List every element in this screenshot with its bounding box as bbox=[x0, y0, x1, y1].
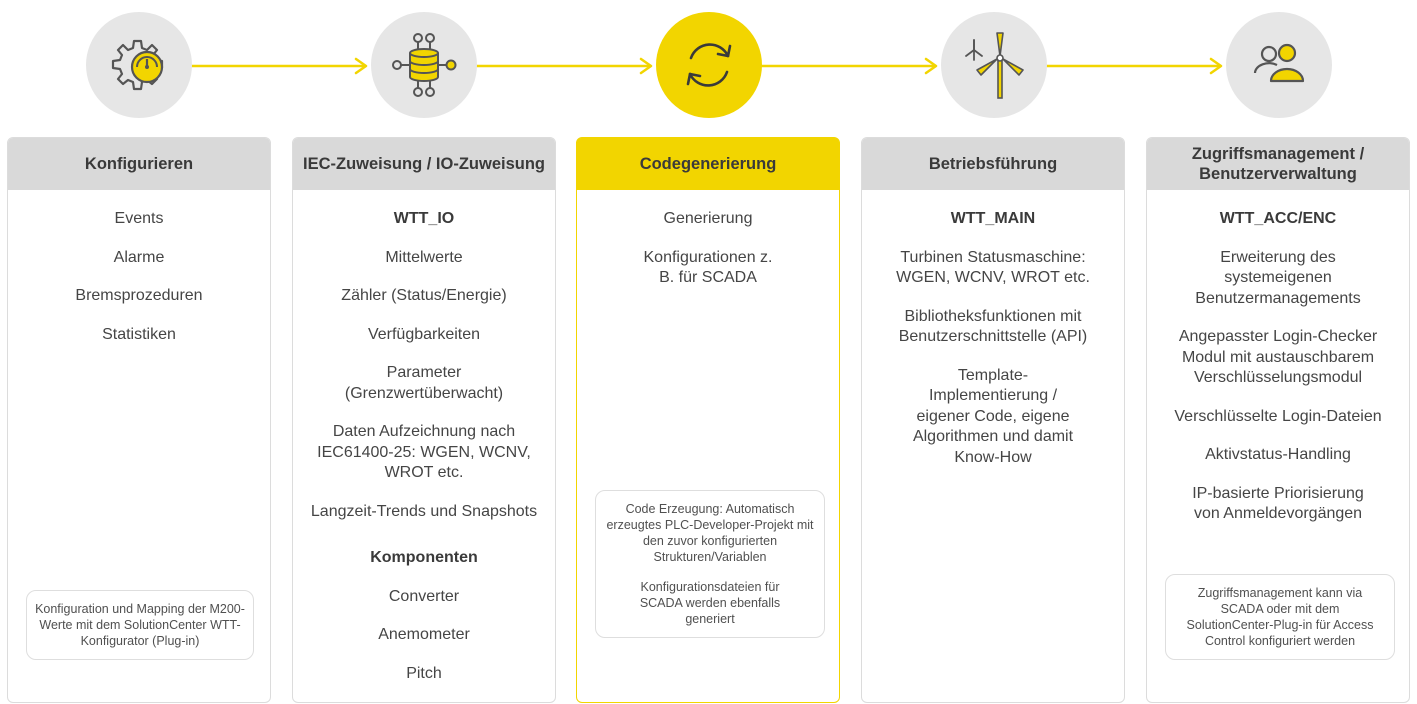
list-item: Verfügbarkeiten bbox=[367, 325, 481, 343]
column-title: IEC-Zuweisung / IO-Zuweisung bbox=[293, 138, 555, 190]
list-item: Pitch bbox=[406, 664, 442, 682]
list-item: Converter bbox=[388, 587, 460, 605]
list-item: Verschlüsselte Login-Dateien bbox=[1174, 407, 1382, 425]
list-item: Statistiken bbox=[102, 325, 176, 343]
column-konfigurieren: Konfigurieren Events Alarme Bremsprozedu… bbox=[7, 137, 271, 703]
item-list: WTT_MAIN Turbinen Statusmaschine: WGEN, … bbox=[862, 190, 1124, 468]
list-item: Parameter (Grenzwertüberwacht) bbox=[344, 364, 504, 402]
info-note: Zugriffsmanagement kann via SCADA oder m… bbox=[1165, 574, 1395, 660]
flow-arrows bbox=[190, 57, 1223, 75]
column-title: Betriebsführung bbox=[862, 138, 1124, 190]
users-icon bbox=[1253, 43, 1305, 83]
column-codegenerierung: Codegenerierung Generierung Konfiguratio… bbox=[576, 137, 840, 703]
step-operation-circle bbox=[941, 12, 1047, 118]
list-item: Konfigurationen z. B. für SCADA bbox=[643, 248, 773, 287]
column-iec-zuweisung: IEC-Zuweisung / IO-Zuweisung WTT_IO Mitt… bbox=[292, 137, 556, 703]
item-list: Events Alarme Bremsprozeduren Statistike… bbox=[8, 190, 270, 345]
wind-turbine-icon bbox=[965, 32, 1024, 99]
column-title: Zugriffsmanagement / Benutzerverwaltung bbox=[1147, 138, 1409, 190]
column-betriebsfuehrung: Betriebsführung WTT_MAIN Turbinen Status… bbox=[861, 137, 1125, 703]
step-iec-circle bbox=[371, 12, 477, 118]
module-name: WTT_MAIN bbox=[950, 210, 1036, 227]
item-list: Generierung Konfigurationen z. B. für SC… bbox=[577, 190, 839, 289]
module-name: WTT_ACC/ENC bbox=[1219, 210, 1337, 227]
section-heading: Komponenten bbox=[370, 549, 478, 566]
note-text: Konfigurationsdateien für SCADA werden e… bbox=[639, 580, 781, 626]
item-list: WTT_ACC/ENC Erweiterung des systemeigene… bbox=[1147, 190, 1409, 525]
list-item: Turbinen Statusmaschine: WGEN, WCNV, WRO… bbox=[896, 248, 1090, 287]
item-list: WTT_IO Mittelwerte Zähler (Status/Energi… bbox=[293, 190, 555, 684]
note-text: Zugriffsmanagement kann via SCADA oder m… bbox=[1186, 586, 1374, 648]
info-note: Konfiguration und Mapping der M200-Werte… bbox=[26, 590, 254, 660]
note-text: Code Erzeugung: Automatisch erzeugtes PL… bbox=[606, 502, 814, 564]
note-text: Konfiguration und Mapping der M200-Werte… bbox=[35, 602, 245, 648]
list-item: Langzeit-Trends und Snapshots bbox=[310, 502, 538, 520]
list-item: Aktivstatus-Handling bbox=[1205, 446, 1351, 463]
column-title: Codegenerierung bbox=[577, 138, 839, 190]
step-configure-circle bbox=[86, 12, 192, 118]
list-item: Alarme bbox=[113, 248, 165, 266]
list-item: Bibliotheksfunktionen mit Benutzerschnit… bbox=[898, 307, 1088, 346]
list-item: Generierung bbox=[663, 210, 753, 227]
column-zugriffsmanagement: Zugriffsmanagement / Benutzerverwaltung … bbox=[1146, 137, 1410, 703]
list-item: IP-basierte Priorisierung von Anmeldevor… bbox=[1192, 484, 1364, 523]
list-item: Daten Aufzeichnung nach IEC61400-25: WGE… bbox=[317, 423, 531, 481]
list-item: Anemometer bbox=[378, 626, 470, 643]
list-item: Events bbox=[114, 210, 164, 227]
column-title: Konfigurieren bbox=[8, 138, 270, 190]
process-flow bbox=[0, 0, 1417, 130]
refresh-cycle-icon bbox=[686, 43, 732, 87]
step-codegen-circle bbox=[656, 12, 762, 118]
list-item: Erweiterung des systemeigenen Benutzerma… bbox=[1195, 248, 1361, 307]
list-item: Zähler (Status/Energie) bbox=[341, 287, 507, 304]
list-item: Mittelwerte bbox=[385, 248, 463, 266]
list-item: Template-Implementierung / eigener Code,… bbox=[912, 366, 1074, 466]
info-note: Code Erzeugung: Automatisch erzeugtes PL… bbox=[595, 490, 825, 638]
list-item: Angepasster Login-Checker Modul mit aust… bbox=[1178, 328, 1378, 386]
step-access-circle bbox=[1226, 12, 1332, 118]
database-network-icon bbox=[392, 33, 457, 97]
list-item: Bremsprozeduren bbox=[75, 287, 203, 304]
gear-gauge-icon bbox=[111, 39, 164, 91]
module-name: WTT_IO bbox=[393, 210, 455, 227]
